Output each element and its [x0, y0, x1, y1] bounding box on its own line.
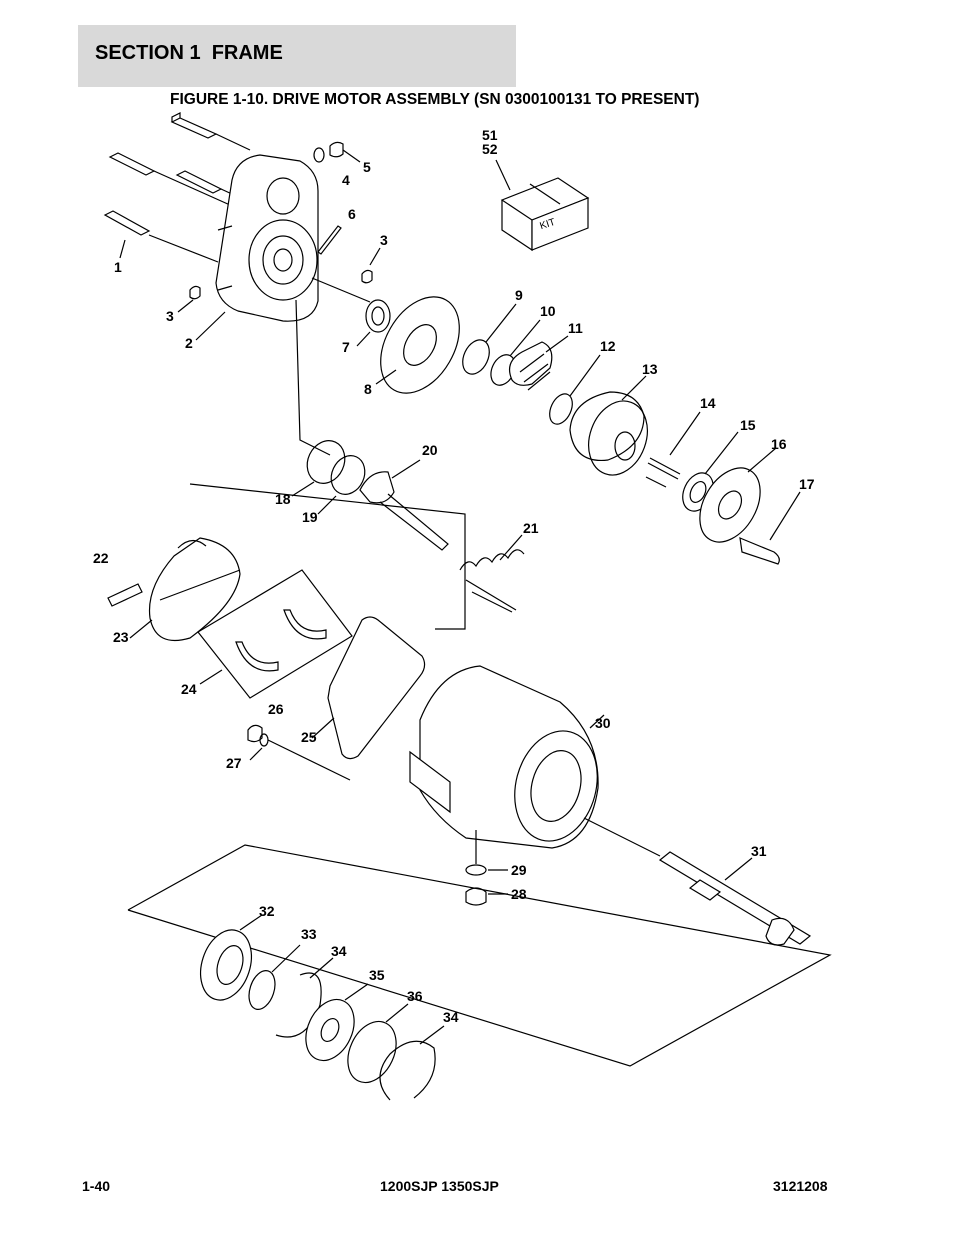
callout-19: 19: [302, 509, 318, 525]
spring-part-21: [459, 534, 525, 613]
parts-24: [197, 569, 353, 699]
valve-plate-part-8: [375, 296, 460, 394]
lower-assembly-outline: [127, 844, 832, 1067]
swashplate-part-23: [107, 537, 241, 642]
callout-32: 32: [259, 903, 275, 919]
callout-5: 5: [363, 159, 371, 175]
callout-33: 33: [301, 926, 317, 942]
section-header-band: [78, 25, 516, 87]
bearing-part-7: [311, 277, 391, 347]
kit-box-parts-51-52: [495, 159, 590, 252]
callout-24: 24: [181, 681, 197, 697]
section-title: SECTION 1 FRAME: [95, 42, 283, 64]
callout-1: 1: [114, 259, 122, 275]
callout-12: 12: [600, 338, 616, 354]
end-cover-part-2: [195, 154, 319, 341]
callout-35: 35: [369, 967, 385, 983]
motor-housing-part-30: [409, 665, 605, 849]
callout-34: 34: [331, 943, 347, 959]
callout-23: 23: [113, 629, 129, 645]
callout-3b: 3: [380, 232, 388, 248]
callout-8: 8: [364, 381, 372, 397]
parts-26-27: [247, 724, 351, 781]
callout-29: 29: [511, 862, 527, 878]
callout-17: 17: [799, 476, 815, 492]
callout-27: 27: [226, 755, 242, 771]
callout-18: 18: [275, 491, 291, 507]
callout-14: 14: [700, 395, 716, 411]
parts-32-36: [200, 914, 445, 1101]
small-parts: [177, 141, 381, 313]
document-number: 3121208: [773, 1178, 828, 1194]
callout-13: 13: [642, 361, 658, 377]
callout-30: 30: [595, 715, 611, 731]
parts-18-20: [189, 440, 466, 630]
callout-28: 28: [511, 886, 527, 902]
pistons-parts-9-13: [462, 303, 648, 476]
parts-14-17: [645, 411, 801, 565]
callout-6: 6: [348, 206, 356, 222]
callout-34b: 34: [443, 1009, 459, 1025]
callout-9: 9: [515, 287, 523, 303]
leader-line: [295, 299, 331, 456]
figure-title: FIGURE 1-10. DRIVE MOTOR ASSEMBLY (SN 03…: [170, 91, 700, 108]
callout-26: 26: [268, 701, 284, 717]
callout-2: 2: [185, 335, 193, 351]
callout-11: 11: [568, 320, 583, 336]
callout-25: 25: [301, 729, 317, 745]
bracket-outline: [189, 483, 466, 630]
callout-36: 36: [407, 988, 423, 1004]
callout-21: 21: [523, 520, 539, 536]
callout-31: 31: [751, 843, 767, 859]
callout-51: 51: [482, 127, 498, 143]
callout-22: 22: [93, 550, 109, 566]
callout-7: 7: [342, 339, 350, 355]
parts-28-29: [465, 830, 508, 906]
callout-16: 16: [771, 436, 787, 452]
model-numbers: 1200SJP 1350SJP: [380, 1178, 499, 1194]
callout-15: 15: [740, 417, 756, 433]
callout-4: 4: [342, 172, 350, 188]
shaft-part-31: [583, 817, 812, 946]
bolt-part-1: [103, 112, 251, 263]
callout-10: 10: [540, 303, 556, 319]
callout-20: 20: [422, 442, 438, 458]
page-number: 1-40: [82, 1178, 111, 1194]
gasket-part-25: [311, 616, 426, 760]
callout-3: 3: [166, 308, 174, 324]
callout-52: 52: [482, 141, 498, 157]
